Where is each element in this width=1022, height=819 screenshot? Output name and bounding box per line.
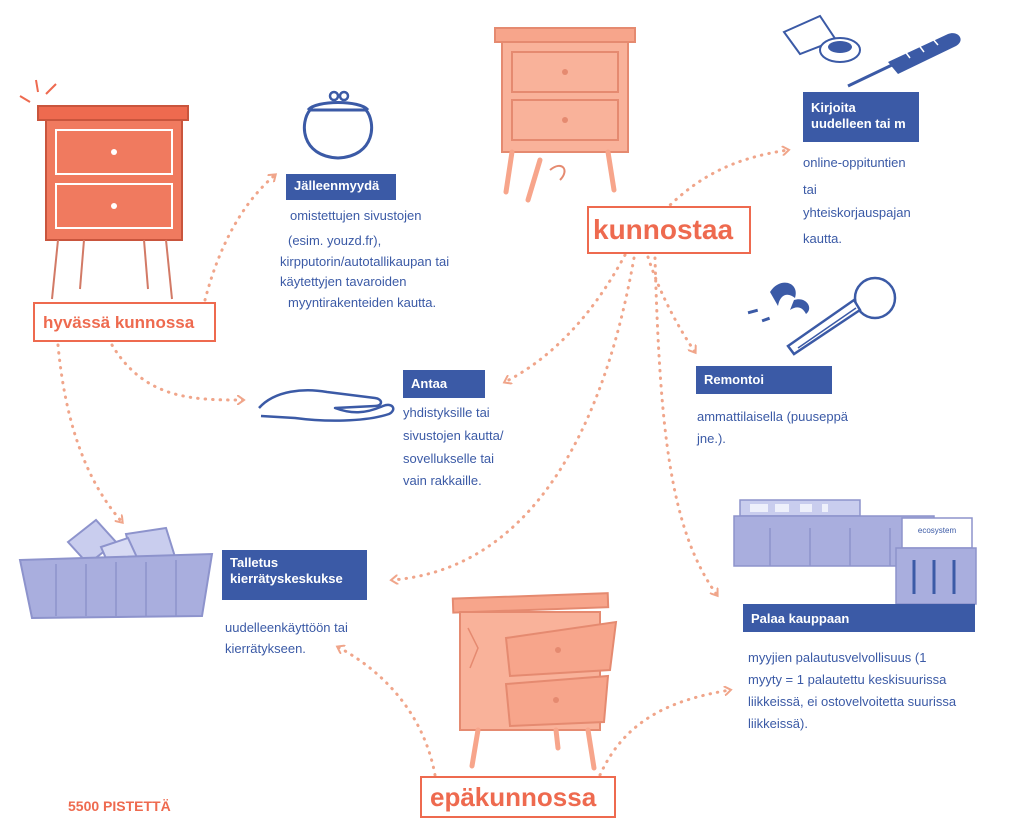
arrow-broken-to-deposit <box>338 647 437 777</box>
arrow-repair-to-deposit <box>392 256 636 580</box>
broken-dresser-icon <box>451 592 618 771</box>
state-repair-label: kunnostaa <box>593 214 734 245</box>
deposit-title-line2: kierrätyskeskukse <box>230 571 343 587</box>
give-line: sovellukselle tai <box>403 450 495 466</box>
deposit-title-line1: Talletus <box>230 555 279 570</box>
deposit-line: kierrätykseen. <box>225 641 306 657</box>
give-header: Antaa <box>403 370 485 398</box>
give-line: sivustojen kautta/ <box>403 427 504 443</box>
recycling-container-icon <box>18 518 214 620</box>
state-broken: epäkunnossa <box>420 776 616 818</box>
arrow-broken-to-return <box>598 690 730 777</box>
resell-line: myyntirakenteiden kautta. <box>288 295 437 311</box>
rewrite-header: Kirjoita uudelleen tai m <box>803 92 919 142</box>
repair-pro-description: ammattilaisella (puuseppä jne.). <box>697 406 848 450</box>
open-hand-icon <box>258 389 395 422</box>
wood-plane-icon <box>747 276 897 356</box>
return-line: myyty = 1 palautettu keskisuurissa <box>748 672 947 688</box>
state-good-condition: hyvässä kunnossa <box>33 302 216 342</box>
arrow-repair-to-return <box>653 256 717 595</box>
return-line: liikkeissä, ei ostovelvoitetta suurissa <box>748 694 957 710</box>
store-icon: ecosystem <box>733 499 977 605</box>
rewrite-line: online-oppituntien <box>803 155 906 170</box>
arrow-good-to-give <box>110 343 243 400</box>
resell-header: Jälleenmyydä <box>286 174 396 200</box>
return-title: Palaa kauppaan <box>751 611 850 626</box>
return-header: Palaa kauppaan <box>743 604 975 632</box>
deposit-description: uudelleenkäyttöön tai kierrätykseen. <box>225 617 348 660</box>
repair-pro-title: Remontoi <box>704 372 764 387</box>
arrow-repair-to-give <box>505 253 627 382</box>
repair-pro-line: ammattilaisella (puuseppä <box>697 409 849 424</box>
rewrite-line: tai <box>803 181 817 197</box>
resell-description: omistettujen sivustojen (esim. youzd.fr)… <box>280 206 449 314</box>
svg-text:ecosystem: ecosystem <box>918 526 957 535</box>
rewrite-title-line1: Kirjoita <box>811 100 856 115</box>
screwdriver-icon <box>782 14 961 88</box>
rewrite-title-line2: uudelleen tai m <box>811 116 906 132</box>
state-broken-label: epäkunnossa <box>430 782 597 812</box>
rewrite-line: yhteiskorjauspajan <box>803 204 911 220</box>
rewrite-line: kautta. <box>803 231 843 247</box>
give-description: yhdistyksille tai sivustojen kautta/ sov… <box>403 402 503 493</box>
state-repair: kunnostaa <box>587 206 751 254</box>
arrow-good-to-deposit <box>56 343 122 522</box>
give-line: vain rakkaille. <box>403 473 482 489</box>
arrow-repair-to-rewrite <box>663 150 788 212</box>
rewrite-description: online-oppituntien tai yhteiskorjauspaja… <box>803 152 911 251</box>
arrow-good-to-resell <box>203 175 275 302</box>
resell-line: käytettyjen tavaroiden <box>280 274 407 290</box>
state-good-label: hyvässä kunnossa <box>43 312 195 332</box>
resell-line: (esim. youzd.fr), <box>288 232 382 248</box>
give-title: Antaa <box>411 376 448 391</box>
purse-icon <box>302 90 374 160</box>
resell-title: Jälleenmyydä <box>294 178 380 193</box>
dresser-repair-icon <box>494 27 636 203</box>
deposit-header: Talletus kierrätyskeskukse <box>222 550 367 600</box>
return-description: myyjien palautusvelvollisuus (1 myyty = … <box>748 647 956 735</box>
repair-pro-line: jne.). <box>697 431 726 447</box>
dresser-icon <box>19 79 189 300</box>
resell-line: omistettujen sivustojen <box>290 208 422 223</box>
return-line: myyjien palautusvelvollisuus (1 <box>748 650 927 665</box>
points-footer: 5500 PISTETTÄ <box>68 798 171 814</box>
repair-pro-header: Remontoi <box>696 366 832 394</box>
resell-line: kirpputorin/autotallikaupan tai <box>280 253 450 269</box>
return-line: liikkeissä). <box>748 716 808 732</box>
deposit-line: uudelleenkäyttöön tai <box>225 620 348 635</box>
give-line: yhdistyksille tai <box>403 405 490 420</box>
arrow-repair-to-remontoi <box>646 255 695 352</box>
